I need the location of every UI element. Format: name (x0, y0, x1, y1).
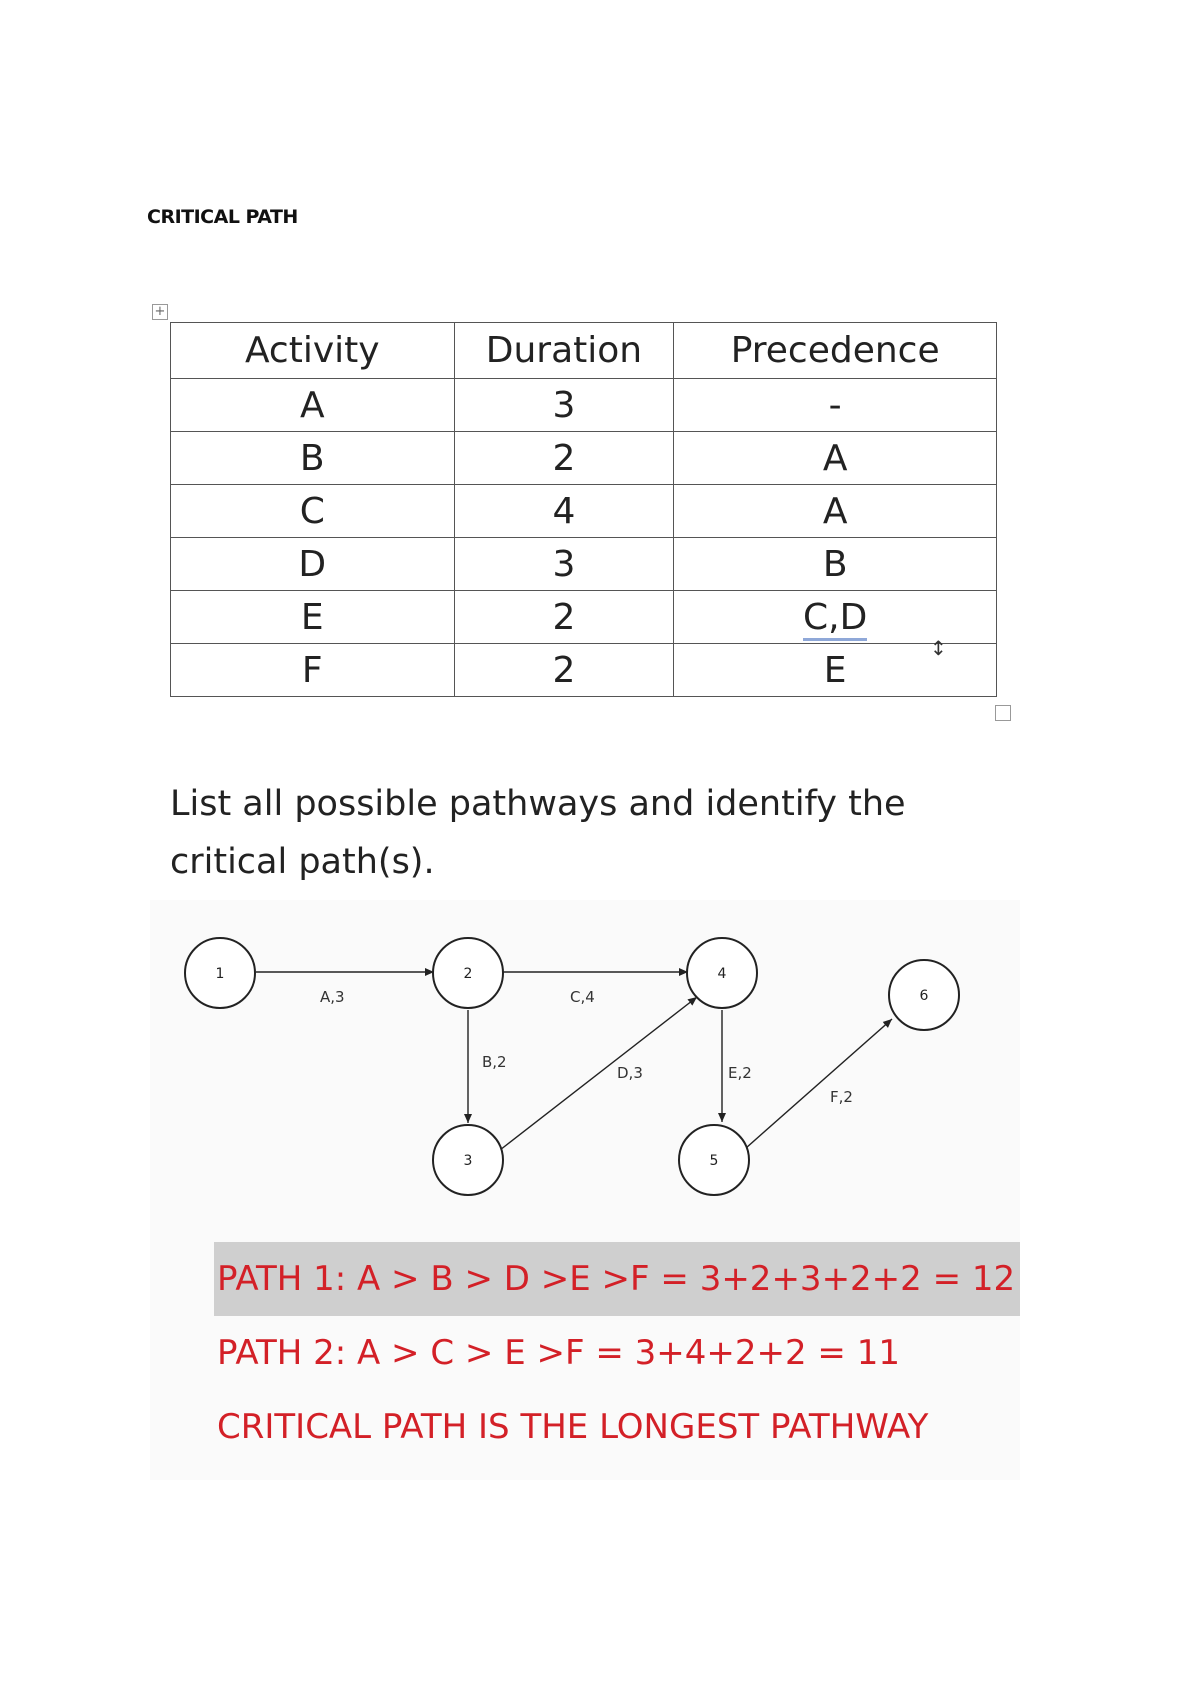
cell-duration: 2 (453, 643, 675, 697)
cell-precedence-text: C,D (803, 596, 868, 641)
node-4: 4 (686, 937, 758, 1009)
cell-precedence: A (673, 431, 997, 485)
header-duration: Duration (453, 322, 675, 379)
node-3: 3 (432, 1124, 504, 1196)
table-row: F 2 E (170, 643, 997, 697)
cell-duration: 2 (453, 431, 675, 485)
edge-label-f: F,2 (830, 1088, 853, 1106)
header-precedence: Precedence (673, 322, 997, 379)
row-resize-cursor-icon: ↕ (930, 636, 947, 660)
node-5-label: 5 (710, 1153, 719, 1169)
table-row: C 4 A (170, 484, 997, 538)
table-row: D 3 B (170, 537, 997, 591)
node-1-label: 1 (216, 966, 225, 982)
cell-activity: F (170, 643, 455, 697)
edge-label-e: E,2 (728, 1064, 752, 1082)
table-move-handle-icon[interactable]: + (152, 304, 168, 320)
paths-section: PATH 1: A > B > D >E >F = 3+2+3+2+2 = 12… (214, 1242, 1020, 1464)
question-text: List all possible pathways and identify … (170, 784, 906, 882)
table-row: B 2 A (170, 431, 997, 485)
table-header-row: Activity Duration Precedence (170, 322, 997, 379)
cell-activity: B (170, 431, 455, 485)
edge-label-a: A,3 (320, 988, 345, 1006)
table-resize-handle[interactable] (995, 705, 1011, 721)
node-5: 5 (678, 1124, 750, 1196)
diagram-background (150, 900, 1020, 1480)
node-2-label: 2 (464, 966, 473, 982)
path-2-line: PATH 2: A > C > E >F = 3+4+2+2 = 11 (217, 1333, 900, 1373)
page-title: CRITICAL PATH (147, 206, 298, 228)
cell-duration: 3 (453, 537, 675, 591)
edge-label-b: B,2 (482, 1053, 507, 1071)
node-6-label: 6 (920, 988, 929, 1004)
node-6: 6 (888, 959, 960, 1031)
activity-table: Activity Duration Precedence A 3 - B 2 A… (170, 322, 997, 697)
cell-precedence: B (673, 537, 997, 591)
conclusion-line: CRITICAL PATH IS THE LONGEST PATHWAY (217, 1407, 929, 1447)
node-4-label: 4 (718, 966, 727, 982)
cell-activity: E (170, 590, 455, 644)
cell-precedence: E (673, 643, 997, 697)
node-3-label: 3 (464, 1153, 473, 1169)
node-1: 1 (184, 937, 256, 1009)
path-1-line: PATH 1: A > B > D >E >F = 3+2+3+2+2 = 12 (214, 1242, 1020, 1316)
cell-precedence: A (673, 484, 997, 538)
edge-label-d: D,3 (617, 1064, 643, 1082)
edge-5-6 (745, 1018, 893, 1149)
table-row: A 3 - (170, 378, 997, 432)
header-activity: Activity (170, 322, 455, 379)
node-2: 2 (432, 937, 504, 1009)
edge-label-c: C,4 (570, 988, 595, 1006)
edge-3-4 (499, 996, 698, 1151)
cell-activity: D (170, 537, 455, 591)
cell-duration: 4 (453, 484, 675, 538)
cell-activity: C (170, 484, 455, 538)
